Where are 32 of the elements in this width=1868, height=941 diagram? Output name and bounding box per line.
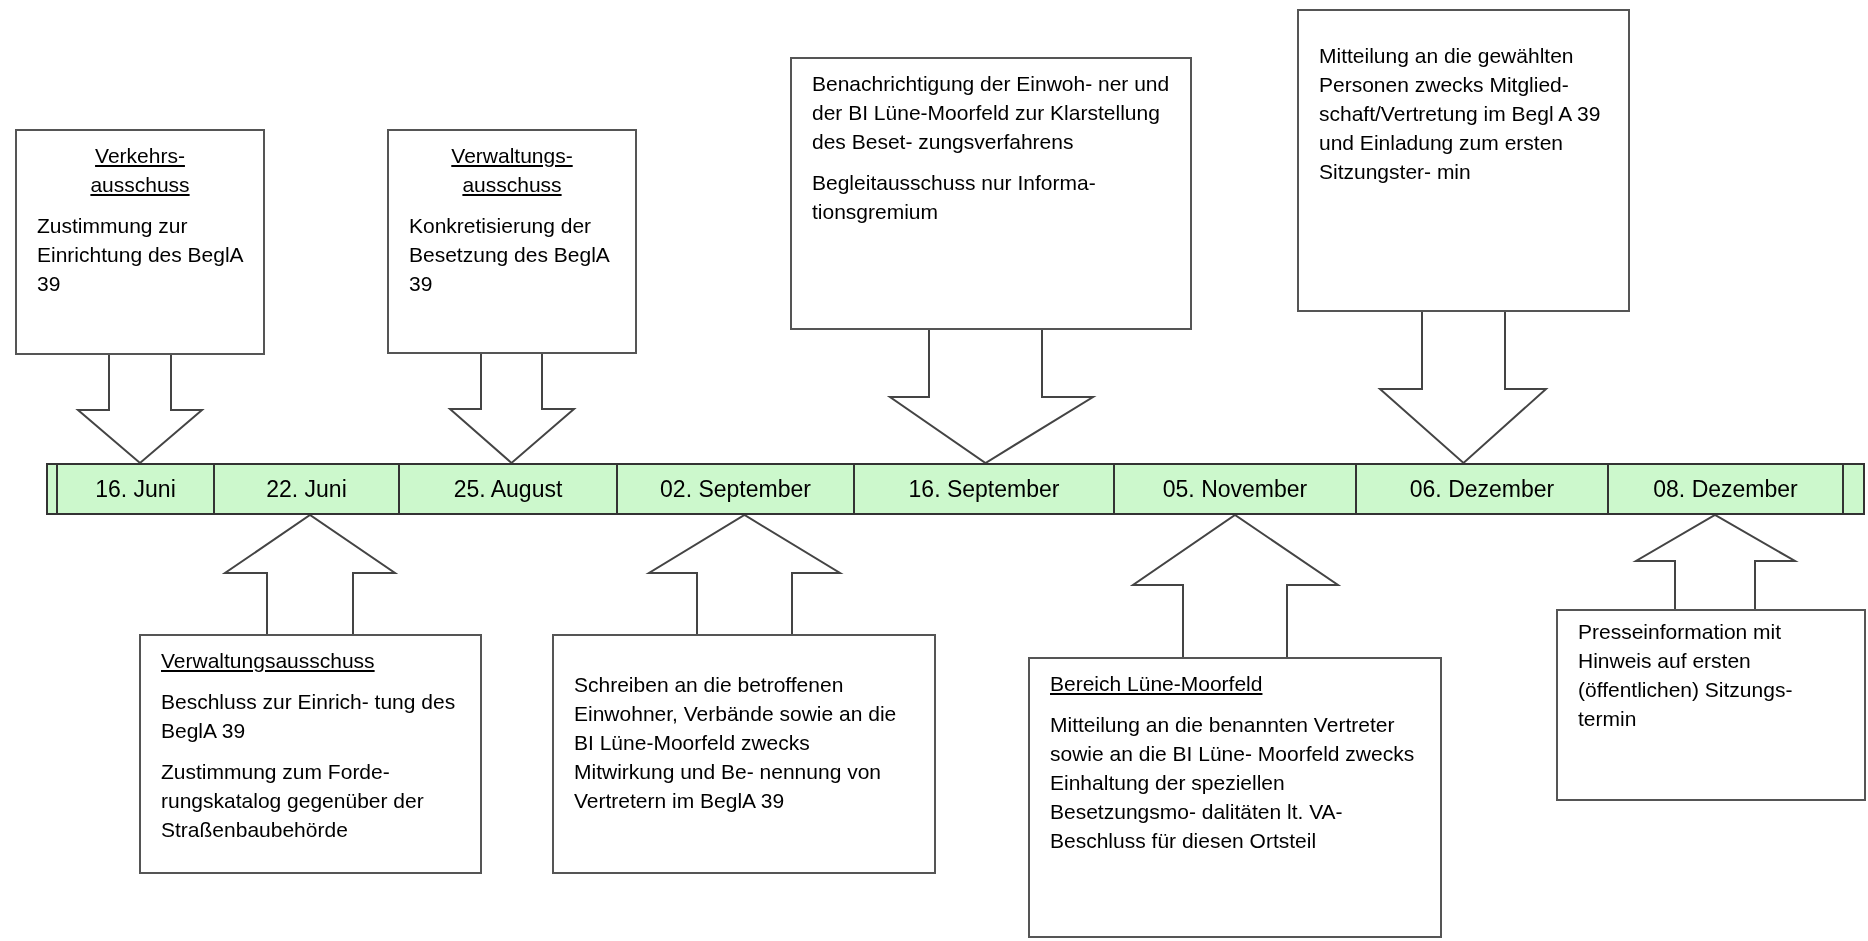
callout-text: Zustimmung zum Forde- rungskatalog gegenüber der Straßenbaubehörde (161, 759, 425, 843)
block-arrow (645, 513, 844, 636)
block-arrow (886, 328, 1097, 465)
callout-text: Schreiben an die betroffenen Einwohner, Verbände sowie an die BI Lüne-Moorfeld zwecks Mitwirkung und Be- nennung von Vertretern im BeglA 39 (574, 672, 898, 814)
block-arrow (1632, 513, 1799, 611)
callout-text: Mitteilung an die gewählten Personen zwecks Mitglied- schaft/Vertretung im Begl A 39 und Einladung zum ersten Sitzungster- min (1319, 43, 1602, 185)
callout-box (15, 129, 265, 355)
callout-box (139, 634, 482, 874)
callout-text: Beschluss zur Einrich- tung des BeglA 39 (161, 689, 457, 744)
callout-box (790, 57, 1192, 330)
callout-text: Zustimmung zur Einrichtung des BeglA 39 (37, 213, 243, 297)
block-arrow (1377, 310, 1549, 465)
callout-text: Presseinformation mit Hinweis auf ersten (öffentlichen) Sitzungs- termin (1578, 619, 1794, 732)
block-arrow (1129, 513, 1342, 659)
timeline-bar (46, 463, 1865, 515)
callout-heading: Verwaltungsausschuss (161, 648, 376, 674)
block-arrow (221, 513, 399, 636)
callout-box (1028, 657, 1442, 938)
timeline-date: 08. Dezember (1607, 465, 1844, 513)
callout-text: Benachrichtigung der Einwoh- ner und der BI Lüne-Moorfeld zur Klarstellung des Beset- zungsverfahrens (812, 71, 1170, 155)
block-arrow (447, 352, 577, 465)
callout-box (387, 129, 637, 354)
callout-box (552, 634, 936, 874)
callout-heading: Bereich Lüne-Moorfeld (1050, 671, 1264, 697)
block-arrow (75, 353, 205, 465)
callout-box (1297, 9, 1630, 312)
callout-text: Mitteilung an die benannten Vertreter sowie an die BI Lüne- Moorfeld zwecks Einhaltung der speziellen Besetzungsmo- dalitäten lt. VA-Beschluss für diesen Ortsteil (1050, 712, 1416, 854)
callout-text: Begleitausschuss nur Informa- tionsgremium (812, 170, 1097, 225)
callout-box (1556, 609, 1866, 801)
callout-text: Konkretisierung der Besetzung des BeglA 39 (409, 213, 611, 297)
callout-heading: Verkehrs- ausschuss (89, 143, 191, 198)
callout-heading: Verwaltungs- ausschuss (450, 143, 574, 198)
